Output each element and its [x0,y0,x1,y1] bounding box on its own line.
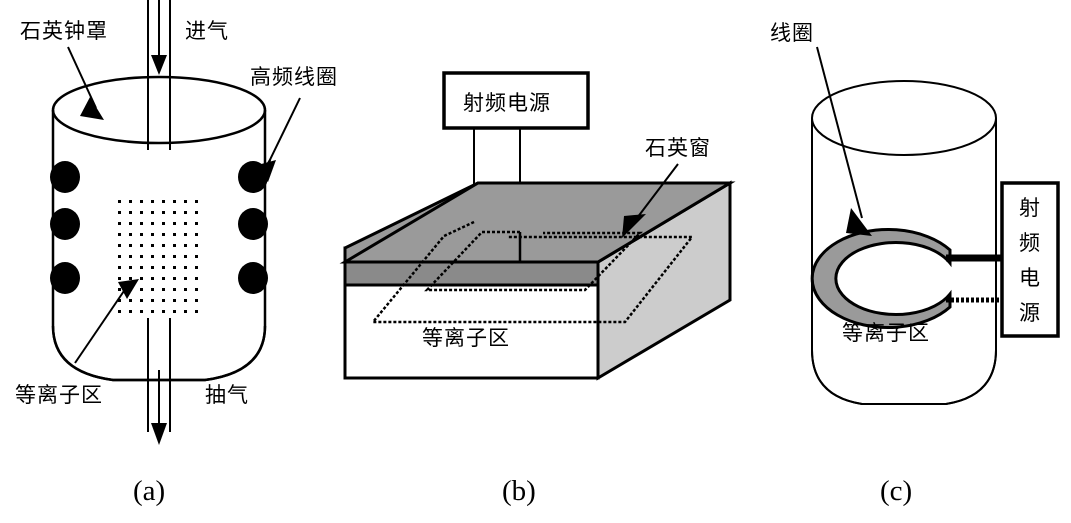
label-rf-power-supply-c-1: 射 [1019,196,1041,220]
label-rf-power-supply-c-3: 电 [1019,266,1041,290]
label-plasma-zone-b: 等离子区 [422,326,510,350]
label-rf-power-supply-c-4: 源 [1019,301,1041,325]
label-hf-coil: 高频线圈 [250,65,338,89]
gas-inlet-pipe [147,0,171,150]
rf-power-supply-box-c: 射 频 电 源 [1000,181,1060,338]
label-quartz-bell-jar: 石英钟罩 [20,19,108,43]
leader-plasma-zone [74,279,139,364]
label-plasma-zone-c: 等离子区 [842,321,930,345]
label-plasma-zone-a: 等离子区 [15,383,103,407]
plasma-zone-dots [118,200,198,313]
caption-a: (a) [133,475,165,507]
label-gas-inlet: 进气 [185,19,229,43]
label-quartz-window: 石英窗 [645,136,711,160]
spiral-coil-b [370,220,695,324]
label-gas-exhaust: 抽气 [205,383,249,407]
gas-exhaust-arrowhead [151,423,167,445]
rf-leads-c [946,254,1008,303]
caption-c: (c) [880,475,912,507]
leader-quartz-window [622,163,679,238]
gas-exhaust-pipe [147,318,171,445]
plasma-chamber-cylinder-c [811,80,997,405]
panel-a: 石英钟罩 进气 高频线圈 等离子区 抽气 (a) [15,0,338,507]
leader-coil-c [816,46,872,236]
label-rf-power-supply-b: 射频电源 [463,91,551,115]
rf-power-supply-box-b: 射频电源 [442,71,590,130]
leader-hf-coil [254,97,301,182]
hf-coil-dots [50,161,268,294]
quartz-bell-jar-body [51,75,267,382]
coil-ring-c [810,228,952,329]
label-rf-power-supply-c-2: 频 [1019,231,1041,255]
panel-c: 射 频 电 源 线圈 等离子区 (c) [770,21,1060,507]
gas-inlet-arrowhead [151,55,167,75]
spiral-coil-stub-b [487,232,522,264]
label-coil-c: 线圈 [770,21,814,45]
caption-b: (b) [502,475,536,507]
panel-b: 射频电源 石英窗 等离子区 [339,71,736,507]
leader-quartz-bell-jar [67,46,104,120]
